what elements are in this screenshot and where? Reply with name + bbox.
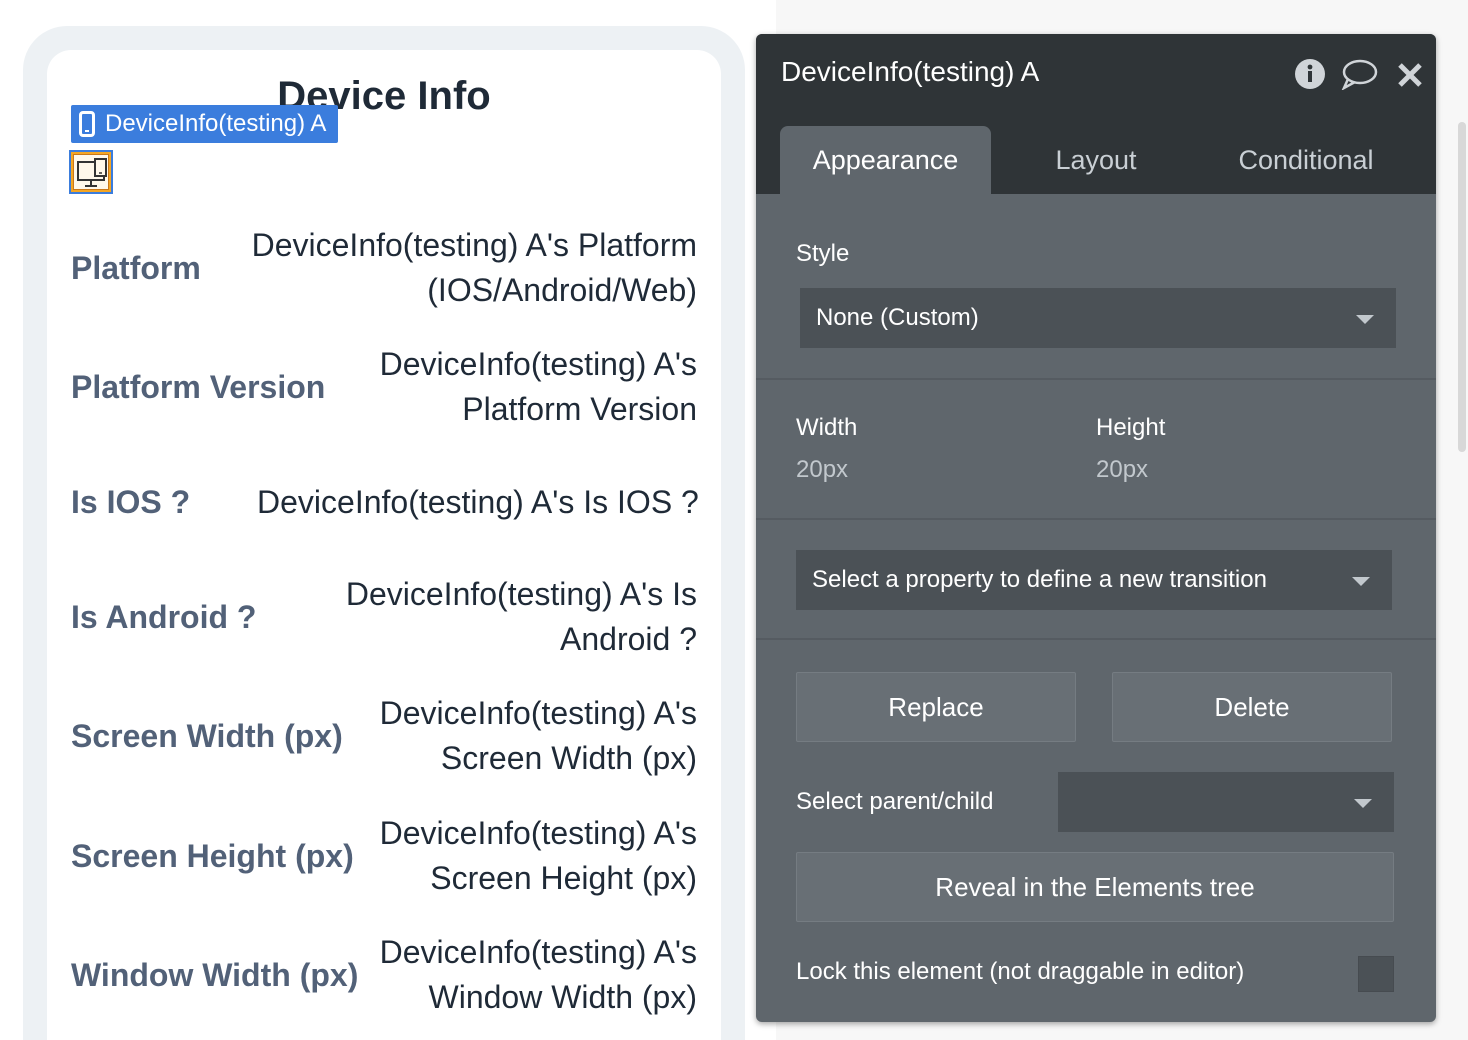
row-value: DeviceInfo(testing) A's Window Width (px…	[379, 934, 697, 1015]
page-content	[47, 50, 721, 1040]
row-value: DeviceInfo(testing) A's Platform Version	[379, 346, 697, 427]
row-value: DeviceInfo(testing) A's Screen Width (px…	[379, 695, 697, 776]
height-field[interactable]: 20px	[1096, 456, 1149, 483]
mobile-device-icon	[79, 111, 95, 137]
info-row-is-ios: Is IOS ? DeviceInfo(testing) A's Is IOS …	[71, 480, 699, 524]
row-label: Platform	[71, 249, 201, 286]
panel-tabs: Appearance Layout Conditional	[756, 112, 1436, 194]
row-value: DeviceInfo(testing) A's Screen Height (p…	[379, 815, 697, 896]
row-label: Screen Height (px)	[71, 837, 354, 874]
info-row-is-android: Is Android ? DeviceInfo(testing) A's Is …	[71, 576, 697, 657]
desktop-mobile-icon	[77, 158, 107, 187]
lock-checkbox[interactable]	[1358, 956, 1394, 992]
chevron-down-icon	[1352, 577, 1370, 586]
row-label: Window Width (px)	[71, 956, 359, 993]
lock-label: Lock this element (not draggable in edit…	[796, 958, 1245, 985]
row-label: Is Android ?	[71, 598, 257, 635]
deviceinfo-element[interactable]	[69, 150, 113, 194]
comment-icon[interactable]	[1340, 58, 1378, 90]
info-row-platform: Platform DeviceInfo(testing) A's Platfor…	[71, 227, 697, 308]
row-label: Screen Width (px)	[71, 717, 343, 754]
replace-button[interactable]: Replace	[796, 672, 1076, 742]
canvas-scrollbar[interactable]	[1458, 122, 1466, 452]
row-value: DeviceInfo(testing) A's Is Android ?	[345, 576, 697, 657]
transition-dropdown-placeholder: Select a property to define a new transi…	[812, 566, 1267, 593]
parent-child-label: Select parent/child	[796, 788, 994, 815]
info-row-window-width: Window Width (px) DeviceInfo(testing) A'…	[71, 934, 697, 1015]
element-name-badge[interactable]: DeviceInfo(testing) A	[71, 105, 339, 143]
panel-title: DeviceInfo(testing) A	[781, 56, 1040, 87]
chevron-down-icon	[1356, 315, 1374, 324]
transition-dropdown[interactable]: Select a property to define a new transi…	[796, 550, 1392, 610]
property-editor-panel: DeviceInfo(testing) A Appearance Layout …	[756, 34, 1436, 1022]
divider	[756, 378, 1436, 380]
style-dropdown[interactable]: None (Custom)	[800, 288, 1396, 348]
row-label: Platform Version	[71, 368, 326, 405]
row-value: DeviceInfo(testing) A's Platform (IOS/An…	[251, 227, 697, 308]
divider	[756, 518, 1436, 520]
info-row-platform-version: Platform Version DeviceInfo(testing) A's…	[71, 346, 697, 427]
tab-layout[interactable]: Layout	[1055, 144, 1137, 175]
row-label: Is IOS ?	[71, 483, 191, 520]
element-badge-label: DeviceInfo(testing) A	[105, 110, 327, 137]
chevron-down-icon	[1354, 799, 1372, 808]
parent-child-dropdown[interactable]	[1058, 772, 1394, 832]
panel-header[interactable]: DeviceInfo(testing) A	[756, 34, 1436, 112]
row-value: DeviceInfo(testing) A's Is IOS ?	[257, 483, 699, 520]
width-field[interactable]: 20px	[796, 456, 849, 483]
info-row-screen-width: Screen Width (px) DeviceInfo(testing) A'…	[71, 695, 697, 776]
divider	[756, 638, 1436, 640]
close-icon[interactable]	[1397, 62, 1423, 88]
height-label: Height	[1096, 414, 1166, 441]
tab-conditional[interactable]: Conditional	[1238, 144, 1374, 175]
info-row-screen-height: Screen Height (px) DeviceInfo(testing) A…	[71, 815, 697, 896]
delete-button[interactable]: Delete	[1112, 672, 1392, 742]
width-label: Width	[796, 414, 858, 441]
tab-appearance[interactable]: Appearance	[780, 126, 991, 194]
reveal-in-tree-button[interactable]: Reveal in the Elements tree	[796, 852, 1394, 922]
style-dropdown-value: None (Custom)	[816, 304, 979, 331]
style-label: Style	[796, 240, 850, 267]
info-icon[interactable]	[1294, 58, 1326, 90]
